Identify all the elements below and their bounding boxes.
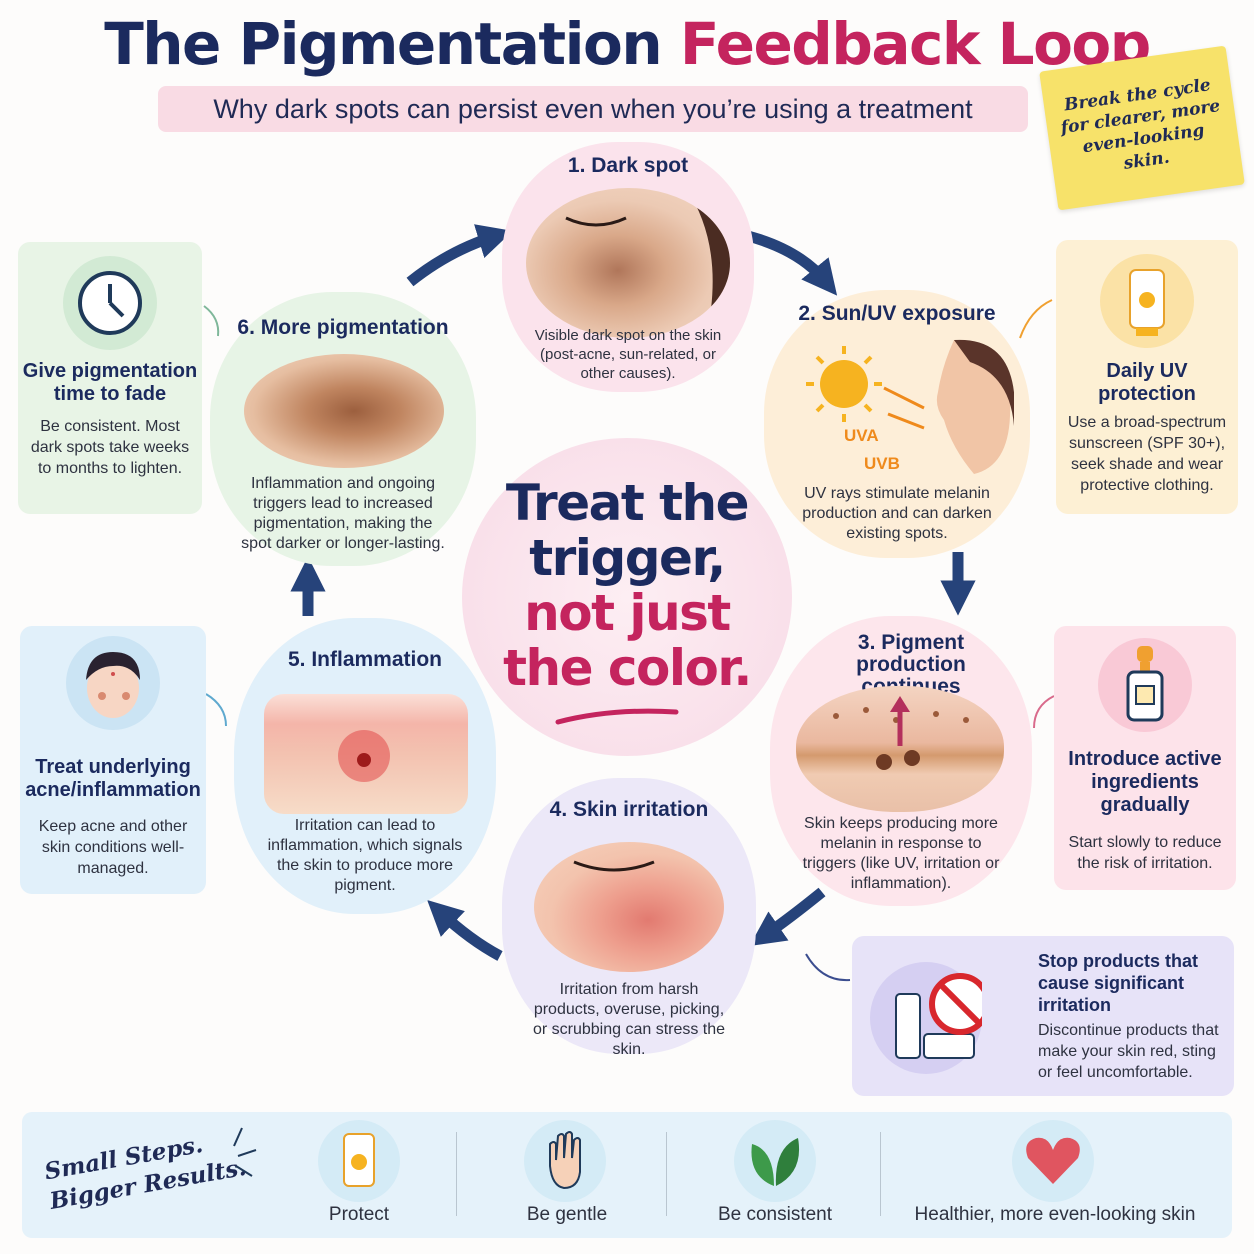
center-line1: Treat the bbox=[505, 474, 750, 532]
sparkle-lines-icon bbox=[233, 1127, 257, 1177]
tip-daily-uv: Daily UV protection Use a broad-spectrum… bbox=[1056, 240, 1238, 514]
stage-title: 6. More pigmentation bbox=[237, 316, 449, 339]
uvb-label: UVB bbox=[864, 454, 900, 473]
clock-icon bbox=[63, 256, 157, 350]
tip-give-time: Give pigmentation time to fade Be consis… bbox=[18, 242, 202, 514]
melanin-cells-image bbox=[796, 686, 1004, 812]
title-part1: The Pigmentation bbox=[104, 10, 662, 78]
face-acne-icon bbox=[66, 636, 160, 730]
tip-stop-irritating-products: Stop products that cause significant irr… bbox=[852, 936, 1234, 1096]
tip-description: Start slowly to reduce the risk of irrit… bbox=[1068, 834, 1222, 872]
tip-treat-inflammation: Treat underlying acne/inflammation Keep … bbox=[20, 626, 206, 894]
stage-title: 5. Inflammation bbox=[287, 648, 443, 671]
arrow-1-to-2 bbox=[746, 230, 838, 296]
serum-bottle-icon bbox=[1098, 638, 1192, 732]
stage-3-pigment-production: 3. Pigment production continues Skin kee… bbox=[770, 616, 1032, 906]
page-title: The Pigmentation Feedback Loop bbox=[0, 6, 1254, 82]
tip-title: Give pigmentation time to fade bbox=[22, 360, 198, 405]
sunscreen-icon bbox=[1100, 254, 1194, 348]
stage-2-uv-exposure: 2. Sun/UV exposure UVA UVB UV rays stimu… bbox=[764, 290, 1030, 558]
heart-icon bbox=[1012, 1120, 1094, 1202]
tip-description: Discontinue products that make your skin… bbox=[1038, 1022, 1219, 1081]
tip-introduce-actives: Introduce active ingredients gradually S… bbox=[1054, 626, 1236, 890]
tip-description: Use a broad-spectrum sunscreen (SPF 30+)… bbox=[1067, 414, 1227, 494]
arrow-3-to-4 bbox=[749, 887, 826, 947]
stage-description: Irritation from harsh products, overuse,… bbox=[532, 981, 726, 1058]
bottom-label-protect: Protect bbox=[328, 1204, 390, 1225]
center-line4: the color. bbox=[503, 639, 752, 697]
connector-inflammation bbox=[205, 693, 227, 727]
hand-icon bbox=[524, 1120, 606, 1202]
leaf-icon bbox=[734, 1120, 816, 1202]
eye-illustration bbox=[573, 860, 655, 872]
connector-actives bbox=[1033, 695, 1055, 729]
tip-title: Treat underlying acne/inflammation bbox=[25, 756, 201, 801]
stage-title: 1. Dark spot bbox=[567, 154, 689, 177]
tip-description: Keep acne and other skin conditions well… bbox=[38, 818, 188, 877]
protect-sunscreen-icon bbox=[318, 1120, 400, 1202]
stage-description: Inflammation and ongoing triggers lead t… bbox=[241, 475, 445, 552]
tip-title: Daily UV protection bbox=[1098, 360, 1196, 405]
center-line3: not just bbox=[524, 584, 731, 642]
eye-illustration bbox=[565, 188, 730, 338]
divider bbox=[666, 1132, 667, 1216]
irritated-skin-image bbox=[534, 842, 724, 972]
arrow-4-to-5 bbox=[427, 899, 503, 961]
connector-time bbox=[203, 305, 220, 337]
connector-uv bbox=[1019, 299, 1053, 339]
tip-description: Be consistent. Most dark spots take week… bbox=[30, 418, 190, 477]
pigmented-skin-image bbox=[244, 354, 444, 468]
inflammation-illustration bbox=[338, 730, 390, 782]
subtitle: Why dark spots can persist even when you… bbox=[158, 86, 1028, 132]
stage-title: 4. Skin irritation bbox=[549, 798, 709, 821]
dark-spot-image bbox=[526, 188, 730, 338]
melanocyte-illustration bbox=[833, 696, 969, 770]
center-circle bbox=[462, 438, 792, 756]
center-underline bbox=[555, 708, 679, 725]
divider bbox=[880, 1132, 881, 1216]
stage-description: Irritation can lead to inflammation, whi… bbox=[267, 817, 463, 894]
tip-title: Stop products that cause significant irr… bbox=[1038, 951, 1198, 1015]
stage-description: UV rays stimulate melanin production and… bbox=[802, 485, 992, 542]
sun-face-illustration bbox=[806, 339, 1014, 474]
tip-title: Introduce active ingredients gradually bbox=[1068, 748, 1222, 816]
stage-1-dark-spot: 1. Dark spot Visible dark spot on the sk… bbox=[502, 142, 754, 392]
bottom-label-consistent: Be consistent bbox=[717, 1204, 833, 1225]
no-products-icon bbox=[870, 962, 991, 1074]
stage-5-inflammation: 5. Inflammation Irritation can lead to i… bbox=[234, 618, 496, 914]
divider bbox=[456, 1132, 457, 1216]
stage-4-skin-irritation: 4. Skin irritation Irritation from harsh… bbox=[502, 778, 756, 1058]
uva-label: UVA bbox=[844, 426, 879, 445]
bottom-label-healthier: Healthier, more even-looking skin bbox=[914, 1204, 1196, 1225]
stage-description: Visible dark spot on the skin (post-acne… bbox=[534, 327, 722, 382]
inflamed-skin-layers-image bbox=[264, 694, 468, 814]
connector-stop bbox=[805, 953, 851, 982]
arrow-6-to-1 bbox=[406, 224, 513, 287]
stage-6-more-pigmentation: 6. More pigmentation Inflammation and on… bbox=[210, 292, 476, 566]
center-message: Treat the trigger, not just the color. bbox=[462, 476, 792, 696]
stage-title: 2. Sun/UV exposure bbox=[798, 302, 996, 325]
bottom-label-gentle: Be gentle bbox=[526, 1204, 608, 1225]
center-line2: trigger, bbox=[529, 529, 726, 587]
stage-description: Skin keeps producing more melanin in res… bbox=[802, 815, 1000, 892]
